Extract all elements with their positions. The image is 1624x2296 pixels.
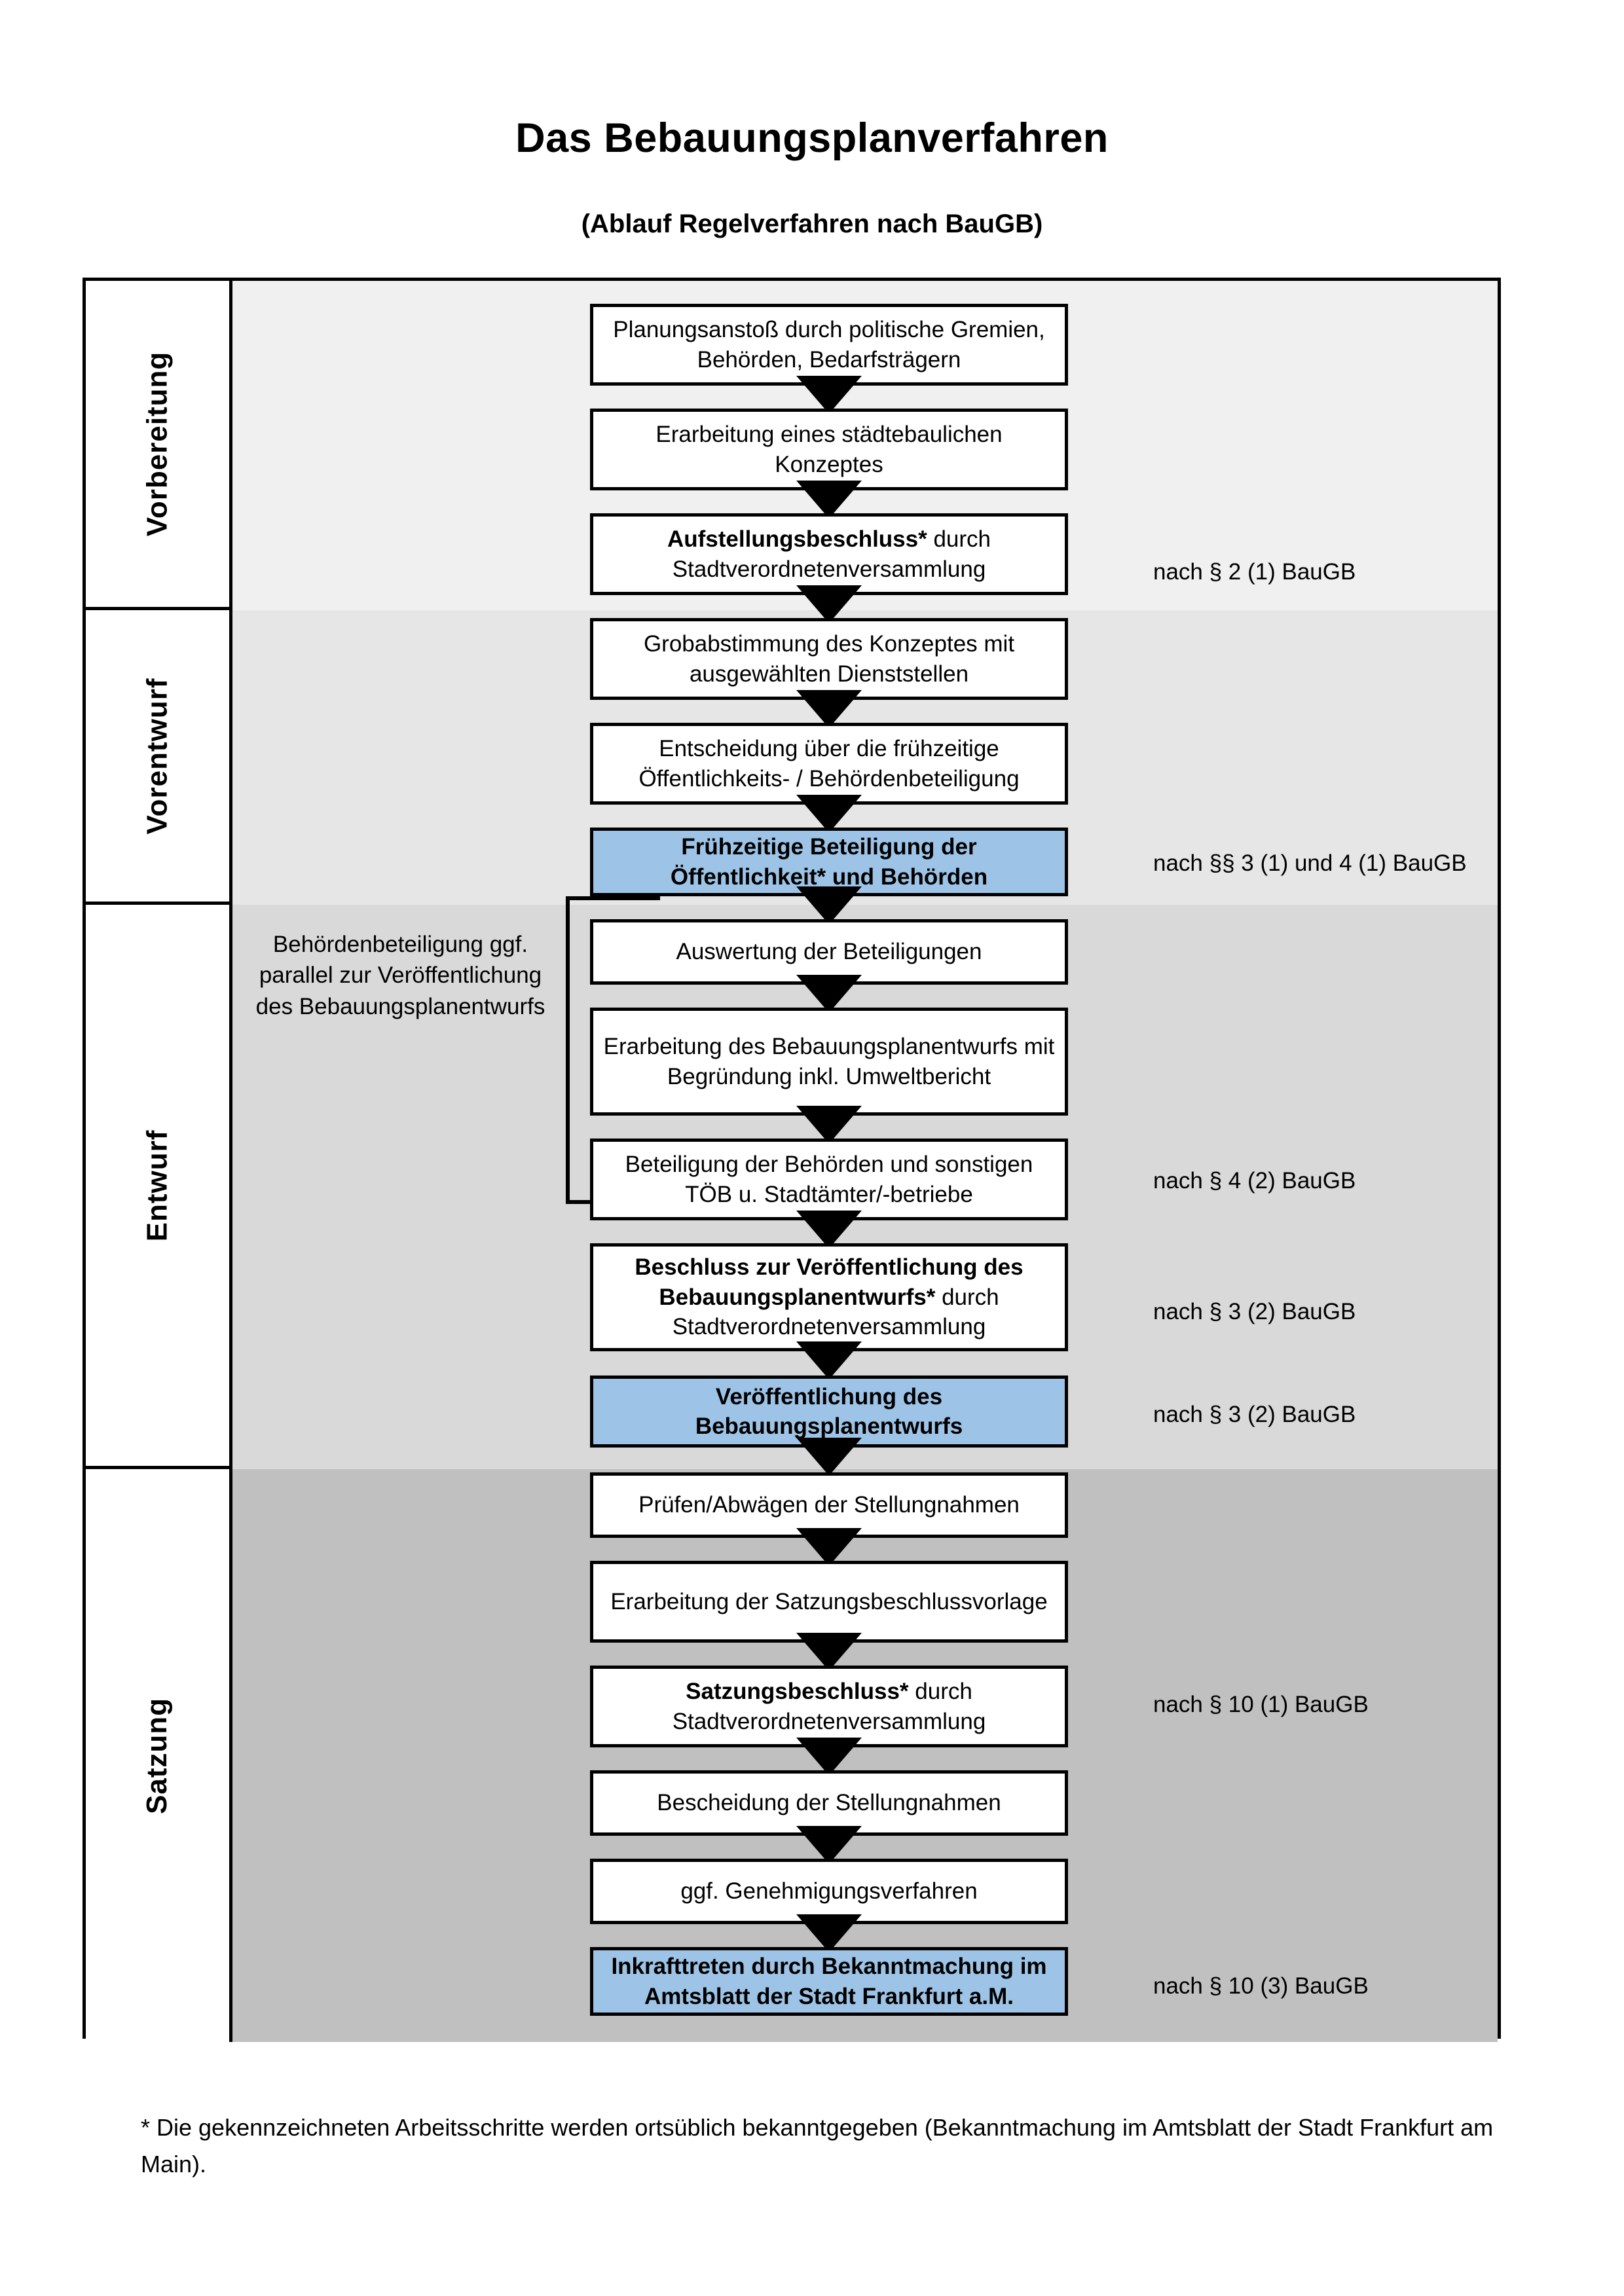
step-text: Aufstellungsbeschluss* durch Stadtverord… (601, 524, 1057, 584)
legal-reference-text: nach §§ 3 (1) und 4 (1) BauGB (1153, 850, 1467, 876)
step-box-veroeffentlichung-bplan-entwurf[interactable]: Veröffentlichung des Bebauungsplanentwur… (590, 1376, 1068, 1448)
step-text: Satzungsbeschluss* durch Stadtverordnete… (601, 1677, 1057, 1736)
footnote-text: * Die gekennzeichneten Arbeitsschritte w… (141, 2114, 1494, 2178)
phase-label-vorbereitung: Vorbereitung (86, 281, 232, 610)
bypass-connector-vertical (566, 896, 570, 1204)
step-box-beteiligung-behoerden-toeb[interactable]: Beteiligung der Behörden und sonstigen T… (590, 1139, 1068, 1220)
step-box-beschluss-veroeffentlichung[interactable]: Beschluss zur Veröffentlichung des Bebau… (590, 1243, 1068, 1351)
legal-reference-baugb-10-1: nach § 10 (1) BauGB (1153, 1692, 1369, 1718)
step-text-rest: durch Bekanntmachung im Amtsblatt der St… (644, 1954, 1047, 2009)
step-text: Inkrafttreten durch Bekanntmachung im Am… (601, 1952, 1057, 2011)
phase-label-text: Satzung (141, 1697, 174, 1814)
step-box-fruehzeitige-beteiligung[interactable]: Frühzeitige Beteiligung der Öffentlichke… (590, 828, 1068, 896)
page-title: Das Bebauungsplanverfahren (515, 115, 1109, 161)
step-box-planungsanstoss[interactable]: Planungsanstoß durch politische Gremien,… (590, 304, 1068, 386)
phase-label-text: Vorbereitung (141, 351, 174, 537)
step-box-aufstellungsbeschluss[interactable]: Aufstellungsbeschluss* durch Stadtverord… (590, 513, 1068, 595)
step-text: ggf. Genehmigungsverfahren (680, 1878, 978, 1904)
step-text: Planungsanstoß durch politische Gremien,… (613, 317, 1045, 373)
step-text-rest: durch Stadtverordnetenversammlung (672, 1284, 999, 1340)
step-box-erarbeitung-satzungsbeschlussvorlage[interactable]: Erarbeitung der Satzungsbeschlussvorlage (590, 1561, 1068, 1643)
flow-arrow (796, 376, 862, 414)
flow-arrow (796, 585, 862, 623)
step-text: Bescheidung der Stellungnahmen (657, 1790, 1001, 1816)
phase-label-entwurf: Entwurf (86, 905, 232, 1469)
step-text: Erarbeitung der Satzungsbeschlussvorlage (610, 1588, 1048, 1614)
bypass-connector-top (566, 896, 660, 900)
flow-arrow (796, 1341, 862, 1379)
step-box-erarbeitung-bplan-entwurf[interactable]: Erarbeitung des Bebauungsplanentwurfs mi… (590, 1008, 1068, 1116)
flow-arrow (796, 1438, 862, 1476)
legal-reference-baugb-3-1-4-1: nach §§ 3 (1) und 4 (1) BauGB (1153, 850, 1467, 877)
flow-arrow (796, 690, 862, 728)
step-box-staedtebauliches-konzept[interactable]: Erarbeitung eines städtebaulichen Konzep… (590, 409, 1068, 490)
flow-arrow (796, 1633, 862, 1671)
flowchart-frame: Vorbereitung Vorentwurf Entwurf Satzung … (83, 278, 1501, 2042)
step-text: Veröffentlichung des Bebauungsplanentwur… (695, 1383, 963, 1440)
phase-label-text: Vorentwurf (141, 678, 174, 834)
flow-arrow (796, 1528, 862, 1566)
step-box-entscheidung-fruehzeitige-beteiligung[interactable]: Entscheidung über die frühzeitige Öffent… (590, 723, 1068, 805)
annotation-parallel-note: Behördenbeteiligung ggf. parallel zur Ve… (251, 929, 549, 1022)
legal-reference-text: nach § 10 (1) BauGB (1153, 1692, 1369, 1717)
step-text: Erarbeitung eines städtebaulichen Konzep… (655, 422, 1003, 477)
page-subtitle: (Ablauf Regelverfahren nach BauGB) (581, 210, 1043, 238)
legal-reference-text: nach § 10 (3) BauGB (1153, 1973, 1369, 1999)
step-text-rest: durch Stadtverordnetenversammlung (672, 1679, 986, 1734)
legal-reference-baugb-10-3: nach § 10 (3) BauGB (1153, 1973, 1369, 1999)
legal-reference-baugb-2-1: nach § 2 (1) BauGB (1153, 559, 1356, 585)
step-text-rest: durch Stadtverordnetenversammlung (672, 526, 991, 582)
step-text: Beteiligung der Behörden und sonstigen T… (625, 1152, 1033, 1207)
step-text: Frühzeitige Beteiligung der Öffentlichke… (670, 834, 988, 890)
step-text-bold: Aufstellungsbeschluss* (667, 526, 927, 552)
flow-arrow (796, 975, 862, 1013)
phase-label-text: Entwurf (141, 1129, 174, 1241)
step-box-genehmigungsverfahren[interactable]: ggf. Genehmigungsverfahren (590, 1859, 1068, 1924)
phase-label-satzung: Satzung (86, 1469, 232, 2042)
flow-arrow (796, 1826, 862, 1864)
flow-arrow (796, 1211, 862, 1248)
step-text-bold: Satzungsbeschluss* (686, 1679, 909, 1704)
flow-arrow (796, 1106, 862, 1144)
step-text: Entscheidung über die frühzeitige Öffent… (638, 736, 1020, 792)
legal-reference-baugb-3-2-beschluss: nach § 3 (2) BauGB (1153, 1299, 1356, 1325)
phase-label-vorentwurf: Vorentwurf (86, 610, 232, 905)
flow-arrow (796, 795, 862, 833)
flow-arrow (796, 481, 862, 519)
step-text: Grobabstimmung des Konzeptes mit ausgewä… (643, 631, 1015, 687)
step-box-satzungsbeschluss[interactable]: Satzungsbeschluss* durch Stadtverordnete… (590, 1666, 1068, 1747)
legal-reference-text: nach § 3 (2) BauGB (1153, 1402, 1356, 1427)
legal-reference-text: nach § 4 (2) BauGB (1153, 1168, 1356, 1194)
legal-reference-baugb-4-2: nach § 4 (2) BauGB (1153, 1168, 1356, 1194)
flow-arrow (796, 1738, 862, 1776)
flow-arrow (796, 886, 862, 924)
step-box-grobabstimmung[interactable]: Grobabstimmung des Konzeptes mit ausgewä… (590, 618, 1068, 700)
step-box-inkrafttreten[interactable]: Inkrafttreten durch Bekanntmachung im Am… (590, 1947, 1068, 2016)
legal-reference-baugb-3-2-veroeffentlichung: nach § 3 (2) BauGB (1153, 1402, 1356, 1428)
step-text: Erarbeitung des Bebauungsplanentwurfs mi… (603, 1034, 1055, 1089)
legal-reference-text: nach § 3 (2) BauGB (1153, 1299, 1356, 1324)
annotation-text: Behördenbeteiligung ggf. parallel zur Ve… (255, 932, 545, 1019)
legal-reference-text: nach § 2 (1) BauGB (1153, 559, 1356, 585)
flow-arrow (796, 1914, 862, 1952)
step-text: Prüfen/Abwägen der Stellungnahmen (638, 1492, 1020, 1518)
step-text: Beschluss zur Veröffentlichung des Bebau… (601, 1252, 1057, 1342)
step-text-bold: Inkrafttreten (611, 1954, 745, 1979)
step-text-bold: Beschluss zur Veröffentlichung des Bebau… (635, 1254, 1024, 1310)
step-text: Auswertung der Beteiligungen (676, 939, 982, 965)
footnote: * Die gekennzeichneten Arbeitsschritte w… (141, 2109, 1503, 2183)
